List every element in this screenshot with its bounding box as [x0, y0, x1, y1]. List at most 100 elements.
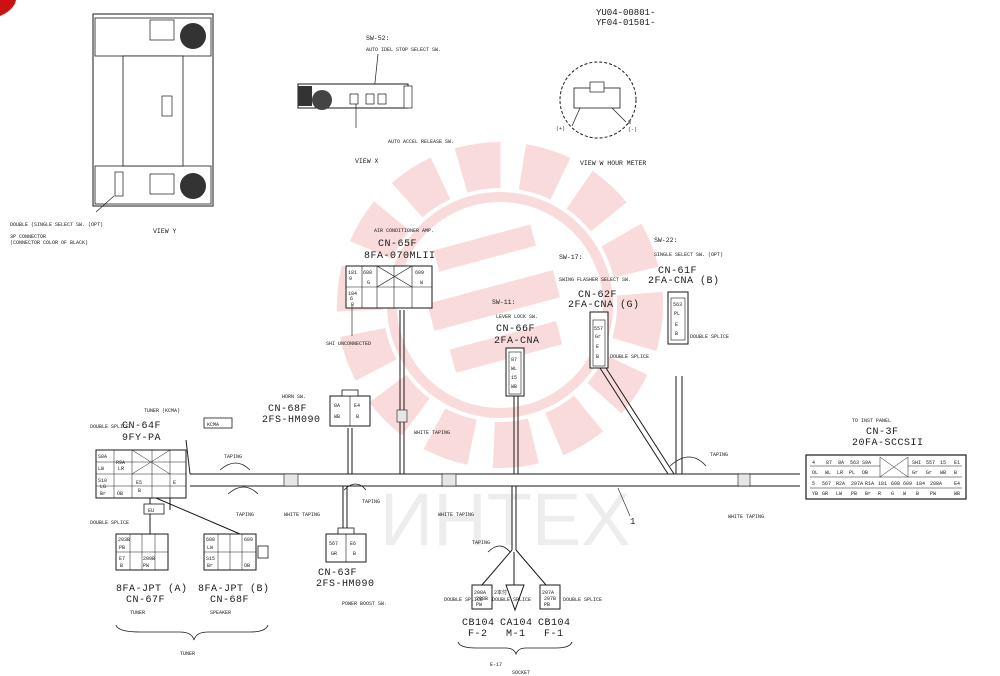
cn3f-cell: 567 — [822, 481, 831, 487]
sw52-label: SW-52: — [366, 35, 389, 42]
cn3f-cell: Gr — [912, 470, 918, 476]
cn66f-cell: 87 — [511, 357, 517, 363]
white-taping-label-2: WHITE TAPING — [414, 430, 450, 436]
cn64f-tag: KCMA — [207, 422, 219, 428]
cn63f-cell: GR — [331, 551, 337, 557]
cn68f-title: HORN SW. — [282, 394, 306, 400]
e17-bracket: E-17 SOCKET — [457, 641, 573, 676]
cn3f-cell: LR — [837, 470, 843, 476]
cn67f-cell: B — [120, 563, 123, 569]
cb104-f1-id: CB104 — [538, 618, 571, 629]
cn63f-cell: B — [353, 551, 356, 557]
cn62f-cell: B — [596, 354, 599, 360]
cn65f-cell: 609 — [415, 270, 424, 276]
connector-cn62f: SW-17: SWING FLASHER SELECT SW. CN-62F 2… — [559, 254, 649, 369]
cn62f-cell: Gr — [595, 334, 601, 340]
taping-label-4: TAPING — [710, 452, 728, 458]
connector-cn65f: AIR CONDITIONER AMP. CN-65F 8FA-070MLII … — [326, 228, 435, 347]
cn3f-cell: YB — [812, 491, 818, 497]
e17-label: E-17 — [490, 662, 502, 668]
cn3f-cell: 184 — [916, 481, 925, 487]
cn3f-part: 20FA-SCCSII — [852, 438, 924, 449]
taping-marks — [283, 409, 751, 487]
view-y-circle-top — [180, 23, 206, 49]
cn62f-id: CN-62F — [578, 290, 617, 301]
cn67f-cell: PB — [119, 545, 125, 551]
cn61f-cell: 563 — [673, 302, 682, 308]
cn3f-cell: OL — [812, 470, 818, 476]
white-taping-label-1: WHITE TAPING — [284, 512, 320, 518]
cn3f-cell: 181 — [878, 481, 887, 487]
connector-cb104-f2: 208A 208B PW DOUBLE SPLICE CB104 F-2 — [444, 584, 494, 640]
cn3f-cell: LW — [836, 491, 842, 497]
connector-note-1: 3P CONNECTOR — [10, 234, 46, 240]
cn66f-title: LEVER LOCK SW. — [496, 314, 538, 320]
hour-meter-plus: (+) — [556, 126, 565, 132]
cn66f-sw: SW-11: — [492, 299, 515, 306]
cn3f-cell: R1A — [865, 481, 874, 487]
cn64f-cell: E5 — [136, 480, 142, 486]
cn3f-cell: GR — [822, 491, 828, 497]
cn64f-cell: B — [138, 488, 141, 494]
cn3f-cell: 5 — [812, 481, 815, 487]
connector-cn64f: TUNER (KCMA) CN-64F 9FY-PA KCMA DOUBLE S… — [90, 408, 233, 526]
cn3f-cell: PB — [851, 491, 857, 497]
connector-cn66f: SW-11: LEVER LOCK SW. CN-66F 2FA-CNA 87 … — [492, 299, 539, 397]
cn3f-cell: E1 — [954, 460, 960, 466]
cn67f-id: CN-67F — [126, 595, 165, 606]
ca104-m1-id: CA104 — [500, 618, 533, 629]
cn68f-b-id-part: 8FA-JPT (B) — [198, 583, 270, 595]
cn65f-cell: W — [420, 280, 423, 286]
view-x-label: VIEW X — [355, 158, 379, 165]
cn65f-cell: 608 — [363, 270, 372, 276]
cn3f-cell: WB — [940, 470, 946, 476]
connector-ca104-m1: 2本付 DOUBLE SPLICE CA104 M-1 — [492, 584, 533, 640]
cn61f-part: 2FA-CNA (B) — [648, 275, 720, 287]
cn68f-b-cell: LW — [207, 545, 213, 551]
cn68f-b-cell: 609 — [244, 537, 253, 543]
cn61f-title: SINGLE SELECT SW. (OPT) — [654, 252, 723, 258]
hour-meter-minus: (-) — [628, 127, 637, 133]
cn68f-part: 2FS-HM090 — [262, 415, 321, 426]
cn61f-id: CN-61F — [658, 266, 697, 277]
ca104-m1-note: 2本付 — [494, 589, 507, 596]
cn64f-splice-top: DOUBLE SPLICE — [90, 424, 129, 430]
cn3f-cell: B — [954, 470, 957, 476]
white-taping-label-3: WHITE TAPING — [438, 512, 474, 518]
harness-labels: TAPING TAPING WHITE TAPING TAPING WHITE … — [224, 430, 764, 546]
view-w-hour-meter: (+) B (-) VIEW W HOUR METER — [556, 61, 646, 167]
auto-accel-release-label: AUTO ACCEL RELEASE SW. — [388, 139, 454, 145]
cb104-f2-cell: 208B — [476, 596, 488, 602]
cn66f-id: CN-66F — [496, 324, 535, 335]
cn68f-id: CN-68F — [268, 404, 307, 415]
cn67f-cell: E7 — [119, 556, 125, 562]
taping-label-5: TAPING — [472, 540, 490, 546]
cn3f-cell: SHI — [912, 460, 921, 466]
tuner-bracket-label: TUNER — [180, 651, 195, 657]
cb104-f1-cell: 207B — [544, 596, 556, 602]
cn3f-cell: 608 — [891, 481, 900, 487]
cb104-f1-splice: DOUBLE SPLICE — [563, 597, 602, 603]
cn3f-cell: 8A — [838, 460, 844, 466]
cn3f-cell: R2A — [836, 481, 845, 487]
cn3f-cell: 15 — [940, 460, 946, 466]
cn68f-cell: E4 — [354, 403, 360, 409]
corner-marker — [0, 0, 16, 16]
cn64f-cell: OB — [117, 491, 123, 497]
view-w-label: VIEW W HOUR METER — [580, 160, 646, 167]
cn68f-b-cell: S15 — [206, 556, 215, 562]
view-y-label: VIEW Y — [153, 228, 177, 235]
cn68f-cell: B — [356, 414, 359, 420]
taping-label-2: TAPING — [236, 512, 254, 518]
taping-label-1: TAPING — [224, 454, 242, 460]
cn3f-cell: S9A — [862, 460, 871, 466]
view-y: DOUBLE (SINGLE SELECT SW. (OPT) 3P CONNE… — [10, 13, 214, 246]
cn67f-cell: 203B — [118, 537, 130, 543]
cn64f-cell: LR — [118, 466, 124, 472]
white-taping-label-4: WHITE TAPING — [728, 514, 764, 520]
cn68f-b-cell: OB — [244, 563, 250, 569]
cb104-f1-cell: 207A — [542, 590, 554, 596]
connector-cn68f-speaker: 608 LW S15 Br 609 OB 8FA-JPT (B) CN-68F … — [198, 533, 270, 616]
cn64f-cell: Br — [100, 491, 106, 497]
cn68f-b-id: CN-68F — [210, 595, 249, 606]
